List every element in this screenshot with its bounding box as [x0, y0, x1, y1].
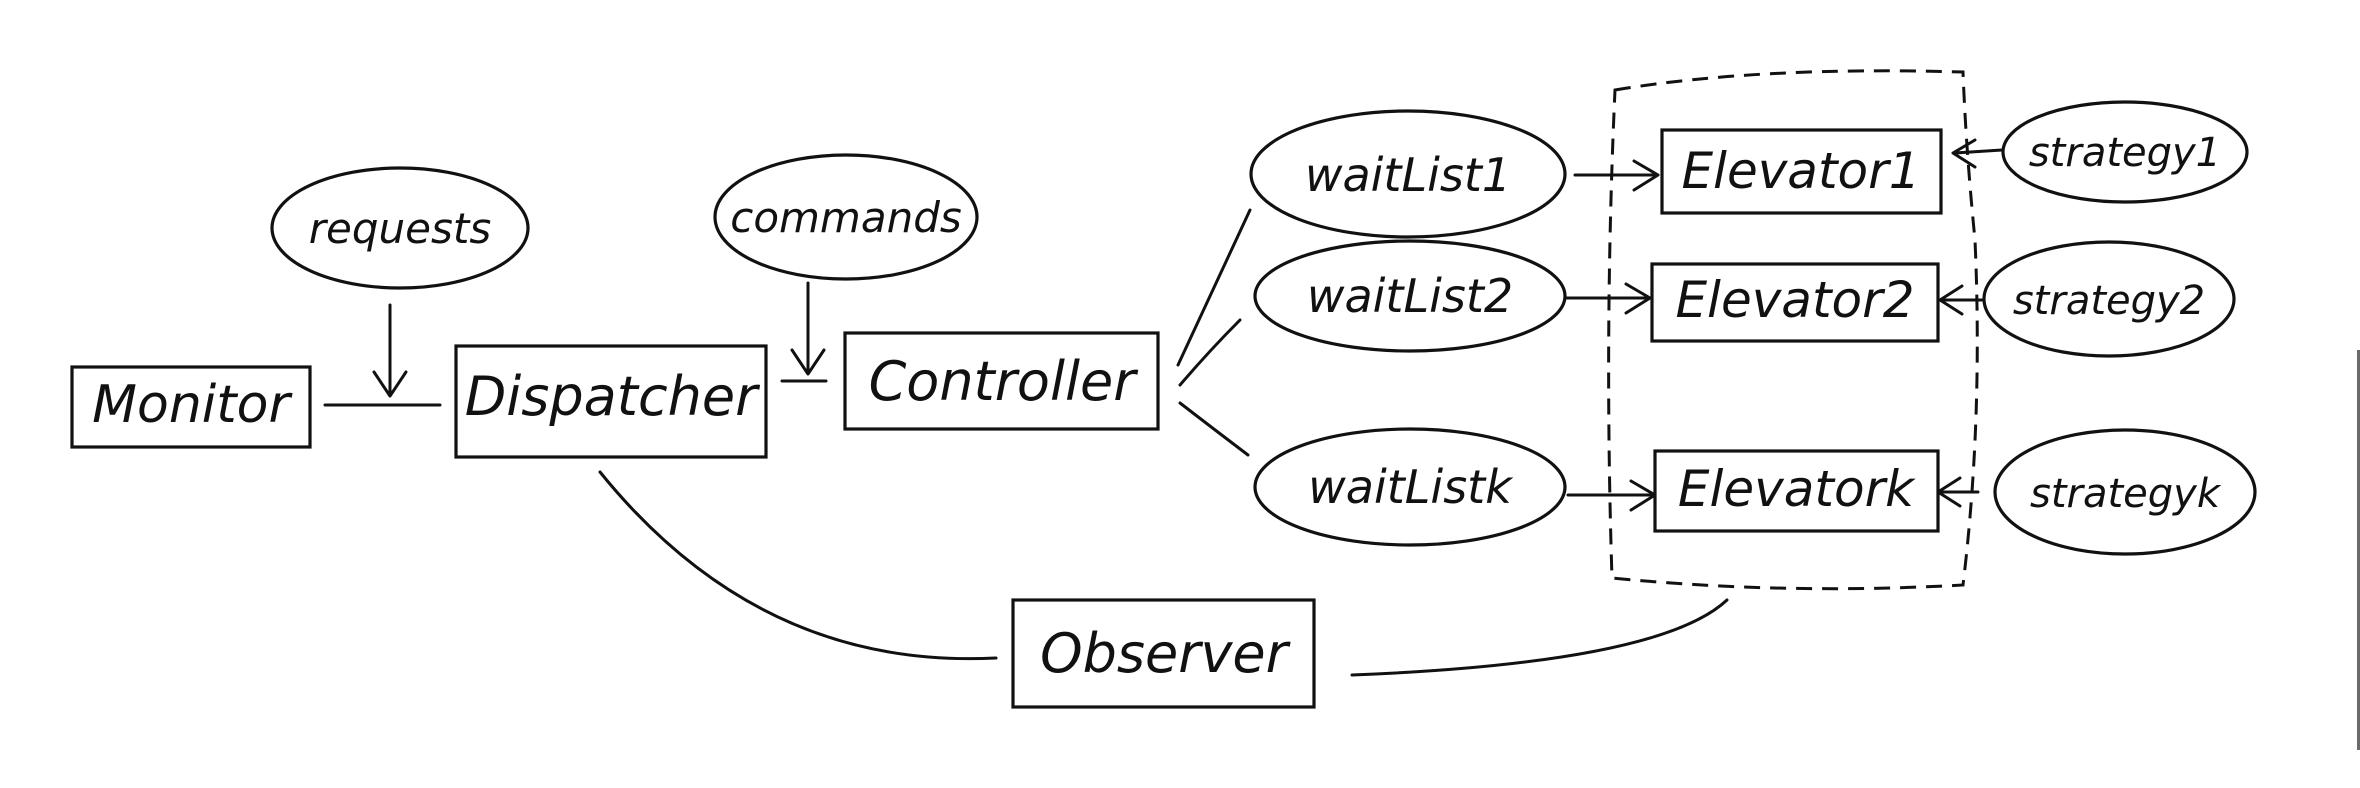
dispatcher-node: Dispatcher — [454, 344, 768, 459]
connector-controller-waitlist1 — [1176, 208, 1252, 367]
observer-node: Observer — [1011, 598, 1316, 709]
elevator-2-node: Elevator2 — [1650, 262, 1940, 343]
arrow-strategy1-elevator1 — [1951, 138, 2004, 169]
connector-controller-waitlist2 — [1178, 318, 1242, 387]
commands-label: commands — [730, 193, 962, 242]
strategy-k-label: strategyk — [2030, 471, 2222, 517]
requests-label: requests — [309, 204, 491, 253]
strategy-2-label: strategy2 — [2013, 278, 2205, 324]
arrow-strategy2-elevator2 — [1938, 284, 1984, 316]
monitor-label: Monitor — [92, 375, 293, 435]
elevator-k-label: Elevatork — [1678, 460, 1916, 518]
controller-node: Controller — [843, 331, 1160, 431]
commands-node: commands — [713, 153, 979, 281]
dispatcher-label: Dispatcher — [465, 365, 760, 428]
curve-dispatcher-observer — [598, 470, 998, 661]
wait-list-1-label: waitList1 — [1305, 148, 1511, 202]
strategy-k-node: strategyk — [1993, 428, 2257, 556]
wait-list-k-label: waitListk — [1308, 460, 1514, 514]
monitor-node: Monitor — [70, 365, 312, 449]
elevator-1-label: Elevator1 — [1681, 142, 1920, 200]
vertical-scroll-indicator[interactable] — [2357, 350, 2360, 750]
connector-controller-waitlistk — [1178, 401, 1250, 457]
controller-label: Controller — [869, 350, 1139, 413]
strategy-2-node: strategy2 — [1982, 240, 2236, 358]
elevator-2-label: Elevator2 — [1675, 271, 1914, 329]
elevator-1-node: Elevator1 — [1660, 128, 1943, 215]
arrow-waitlist1-elevator1 — [1573, 159, 1660, 192]
elevator-k-node: Elevatork — [1653, 449, 1940, 533]
arrow-commands-controller — [790, 281, 826, 376]
arrow-waitlist2-elevator2 — [1563, 282, 1652, 315]
arrow-requests-dispatcher — [372, 303, 408, 398]
wait-list-k-node: waitListk — [1253, 427, 1567, 547]
wait-list-2-node: waitList2 — [1253, 239, 1567, 353]
observer-label: Observer — [1040, 622, 1291, 685]
strategy-1-node: strategy1 — [2001, 100, 2249, 204]
wait-list-2-label: waitList2 — [1307, 269, 1513, 323]
requests-node: requests — [270, 166, 530, 290]
elevator-group-boundary — [1607, 69, 1979, 591]
curve-observer-elevators — [1350, 598, 1729, 677]
strategy-1-label: strategy1 — [2029, 130, 2221, 176]
wait-list-1-node: waitList1 — [1249, 109, 1567, 239]
